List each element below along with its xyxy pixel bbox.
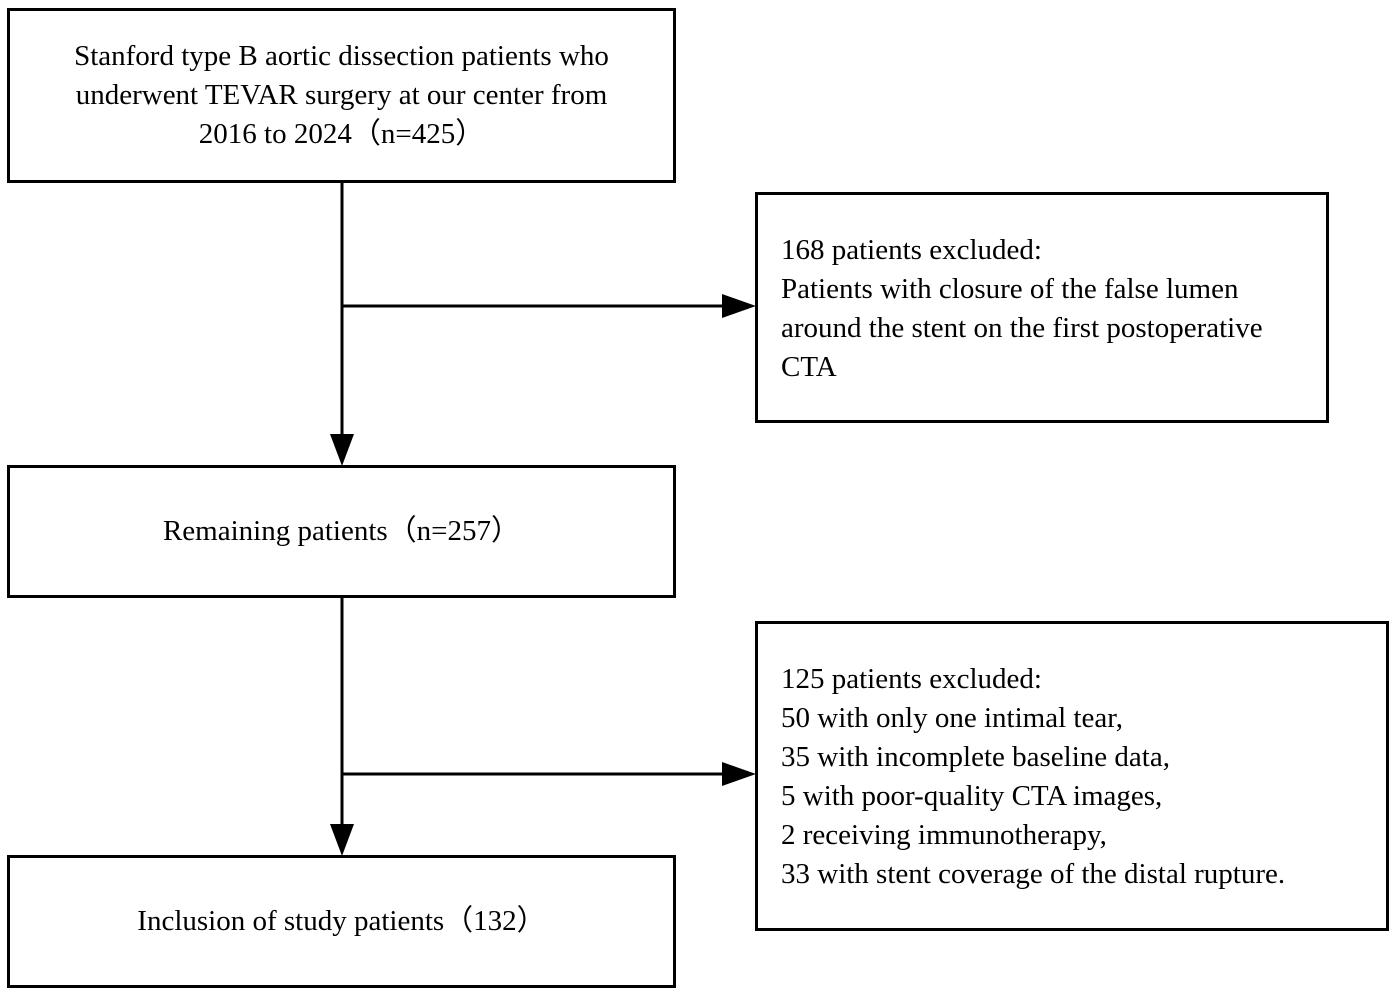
included-patients-text: Inclusion of study patients（132） [137,905,546,937]
exclusion-2-heading: 125 patients excluded: [781,663,1042,695]
exclusion-1-heading: 168 patients excluded: [781,234,1042,266]
exclusion-1-line-4: CTA [781,351,837,383]
source-line-2: underwent TEVAR surgery at our center fr… [75,79,608,111]
remaining-patients-box: Remaining patients（n=257） [7,465,676,598]
exclusion-2-reason-4: 2 receiving immunotherapy, [781,819,1107,851]
exclusion-2-reason-1: 50 with only one intimal tear, [781,702,1123,734]
arrowhead-remaining [330,434,354,466]
exclusion-1-line-3: around the stent on the first postoperat… [781,312,1263,344]
source-line-1: Stanford type B aortic dissection patien… [74,40,609,72]
source-line-3: 2016 to 2024（n=425） [198,118,485,150]
exclusion-2-reason-5: 33 with stent coverage of the distal rup… [781,858,1286,890]
source-population-box: Stanford type B aortic dissection patien… [7,8,676,183]
remaining-patients-text: Remaining patients（n=257） [162,515,521,547]
arrowhead-exclusion-1 [722,294,756,318]
arrowhead-exclusion-2 [722,762,756,786]
exclusion-box-2: 125 patients excluded: 50 with only one … [755,621,1389,931]
exclusion-box-1: 168 patients excluded: Patients with clo… [755,192,1329,423]
included-patients-box: Inclusion of study patients（132） [7,855,676,988]
source-population-text: Stanford type B aortic dissection patien… [74,37,609,154]
arrowhead-included [330,824,354,856]
exclusion-2-reason-3: 5 with poor-quality CTA images, [781,780,1163,812]
exclusion-1-line-2: Patients with closure of the false lumen [781,273,1239,305]
exclusion-2-reason-2: 35 with incomplete baseline data, [781,741,1170,773]
